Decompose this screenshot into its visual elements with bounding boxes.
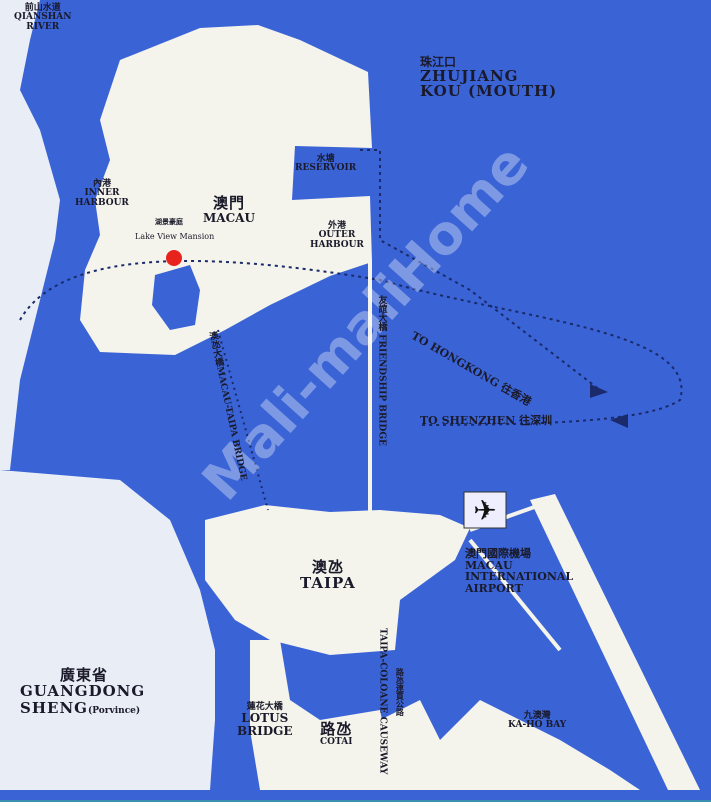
bottom-border <box>0 800 711 808</box>
guangdong-label: 廣東省 GUANGDONG SHENG(Porvince) <box>20 666 146 717</box>
macau-peninsula <box>80 25 372 355</box>
lake-cutout <box>152 265 200 330</box>
mainland-guangdong-north <box>0 0 60 470</box>
airport-taxiway <box>468 538 562 652</box>
friendship-bridge-label: 友誼大橋 FRIENDSHIP BRIDGE <box>376 295 387 446</box>
lake-view-zh-label: 湖景豪庭 <box>155 217 183 226</box>
airplane-icon: ✈ <box>473 494 496 527</box>
causeway-label: TAIPA-COLOANE CAUSEWAY <box>377 628 388 775</box>
taipa-island <box>205 505 470 655</box>
lake-view-label[interactable]: Lake View Mansion <box>135 232 215 241</box>
cotai-land <box>250 640 390 790</box>
arrow-shenzhen-icon <box>610 414 628 428</box>
macau-taipa-bridge <box>217 329 269 511</box>
lake-view-mansion-marker[interactable] <box>166 250 182 266</box>
shenzhen-route <box>19 259 683 426</box>
airport-icon-box <box>463 491 507 529</box>
mainland-guangdong-south <box>0 470 215 790</box>
to-shenzhen-label: TO SHENZHEN 往深圳 <box>420 414 553 427</box>
hongkong-route <box>360 149 601 391</box>
airport-runway <box>530 494 700 790</box>
causeway-zh-label: 路氹連貫公路 <box>395 668 406 716</box>
arrow-hongkong-icon <box>590 384 608 398</box>
coloane-island <box>380 700 640 790</box>
